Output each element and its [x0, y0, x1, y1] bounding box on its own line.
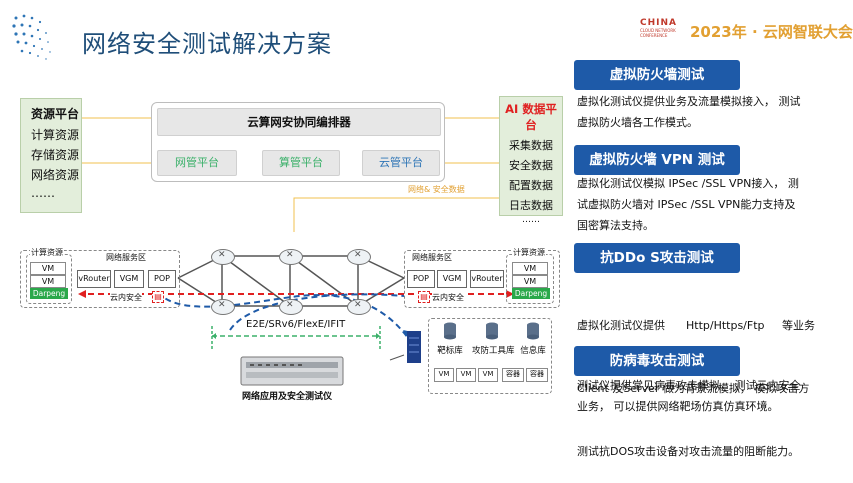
cyber-range-area [428, 318, 552, 394]
attack-tool-library: 攻防工具库 [472, 322, 515, 360]
section-line: 虚拟化测试仪模拟 IPSec /SSL VPN接入， 测 [577, 177, 799, 190]
library-label: 信息库 [520, 346, 546, 356]
database-icon [486, 322, 498, 340]
tester-label: 网络应用及安全测试仪 [242, 392, 333, 402]
resource-item: …… [31, 186, 55, 200]
cloud-mgmt-platform: 云管平台 [362, 150, 440, 176]
resource-item: 网络资源 [31, 168, 80, 182]
right-vgm: VGM [437, 270, 467, 288]
router-icon [347, 249, 371, 265]
brand-china: CHINA [640, 18, 677, 28]
left-service-label: 网络服务区 [106, 253, 146, 262]
range-unit: VM [456, 368, 476, 382]
target-library: 靶标库 [432, 322, 468, 360]
section-line: 虚拟防火墙各工作模式。 [577, 116, 698, 129]
firewall-icon: ▤ [152, 291, 164, 303]
router-icon [279, 249, 303, 265]
resource-platform-title: 资源平台 [31, 107, 80, 121]
info-library: 信息库 [516, 322, 550, 360]
right-compute-label: 计算资源 [512, 247, 546, 258]
ai-platform-title: AI 数据平台 [505, 102, 557, 132]
section-heading: 虚拟防火墙 VPN 测试 [574, 145, 740, 175]
database-icon [444, 322, 456, 340]
range-unit: VM [478, 368, 498, 382]
vm-node: VM [30, 262, 66, 275]
network-mgmt-platform: 网管平台 [157, 150, 237, 176]
section-text: 虚拟化测试仪提供业务及流量模拟接入， 测试 虚拟防火墙各工作模式。 [577, 91, 817, 133]
left-compute-label: 计算资源 [30, 247, 64, 258]
compute-mgmt-platform: 算管平台 [262, 150, 340, 176]
section-text: 虚拟化测试仪提供 Http/Https/Ftp 等业务 Client 及Serv… [577, 273, 817, 483]
router-icon [211, 249, 235, 265]
section-line: 测试抗DOS攻击设备对攻击流量的阻断能力。 [577, 445, 800, 458]
vm-node: VM [512, 262, 548, 275]
brand-conf-line1: CLOUD NETWORK [640, 28, 676, 33]
range-unit: VM [434, 368, 454, 382]
range-unit: 容器 [526, 368, 548, 382]
orchestrator-panel: 云算网安协同编排器 网管平台 算管平台 云管平台 [151, 102, 445, 182]
router-icon [279, 299, 303, 315]
section-text: 虚拟化测试仪模拟 IPSec /SSL VPN接入， 测 试虚拟防火墙对 IPS… [577, 173, 817, 236]
left-darpeng: Darpeng [30, 288, 68, 299]
left-dc [20, 250, 180, 308]
vm-node: VM [512, 275, 548, 288]
vm-node: VM [30, 275, 66, 288]
dot-pattern-logo [12, 14, 51, 60]
section-line: 业务， 可以提供网络靶场仿真仿真环境。 [577, 400, 779, 413]
library-label: 靶标库 [437, 346, 463, 356]
section-text: 测试仪提供常见病毒攻击模拟， 测试云内安全 业务， 可以提供网络靶场仿真仿真环境… [577, 375, 817, 417]
ai-item: 日志数据 [509, 199, 553, 212]
library-label: 攻防工具库 [472, 346, 515, 356]
resource-item: 计算资源 [31, 128, 80, 142]
tunnel-label: E2E/SRv6/FlexE/IFIT [244, 319, 348, 330]
page-title: 网络安全测试解决方案 [82, 30, 332, 58]
left-inner-security: 云内安全 [110, 292, 142, 303]
ai-item: 安全数据 [509, 159, 553, 172]
brand-conf-line2: CONFERENCE [640, 33, 668, 38]
right-pop: POP [407, 270, 435, 288]
section-line: 测试仪提供常见病毒攻击模拟， 测试云内安全 [577, 379, 801, 392]
firewall-icon: ▤ [418, 291, 430, 303]
right-inner-security: 云内安全 [432, 292, 464, 303]
section-line: Client 及Server 做为背景流模拟， 模拟攻击方 [577, 382, 810, 395]
conference-logo: CHINA CLOUD NETWORK CONFERENCE 2023年 · 云… [640, 18, 853, 46]
right-dc [404, 250, 560, 308]
left-vgm: VGM [114, 270, 144, 288]
router-icon [211, 299, 235, 315]
router-icon [347, 299, 371, 315]
right-darpeng: Darpeng [512, 288, 550, 299]
right-vrouter: vRouter [470, 270, 504, 288]
right-service-label: 网络服务区 [412, 253, 452, 262]
resource-item: 存储资源 [31, 148, 80, 162]
section-heading: 抗DDo S攻击测试 [574, 243, 740, 273]
section-line: 国密算法支持。 [577, 219, 654, 232]
ai-item: 采集数据 [509, 139, 553, 152]
left-pop: POP [148, 270, 176, 288]
ai-data-platform-panel: AI 数据平台 采集数据 安全数据 配置数据 日志数据 …… [499, 96, 563, 225]
server-rack-icon [407, 331, 421, 363]
section-line: 试虚拟防火墙对 IPSec /SSL VPN能力支持及 [577, 198, 796, 211]
ai-item: …… [522, 215, 540, 225]
flow-label: 网络& 安全数据 [408, 185, 465, 194]
section-line: 虚拟化测试仪提供 Http/Https/Ftp 等业务 [577, 319, 815, 332]
range-unit: 容器 [502, 368, 524, 382]
section-line: 虚拟化测试仪提供业务及流量模拟接入， 测试 [577, 95, 801, 108]
section-heading: 虚拟防火墙测试 [574, 60, 740, 90]
left-vrouter: vRouter [77, 270, 111, 288]
tester-device-icon [240, 356, 344, 386]
database-icon [527, 322, 539, 340]
brand-year: 2023年 · 云网智联大会 [690, 23, 853, 41]
orchestrator-title: 云算网安协同编排器 [157, 108, 441, 136]
section-heading: 防病毒攻击测试 [574, 346, 740, 376]
ai-item: 配置数据 [509, 179, 553, 192]
resource-platform-panel: 资源平台 计算资源 存储资源 网络资源 …… [20, 98, 82, 213]
